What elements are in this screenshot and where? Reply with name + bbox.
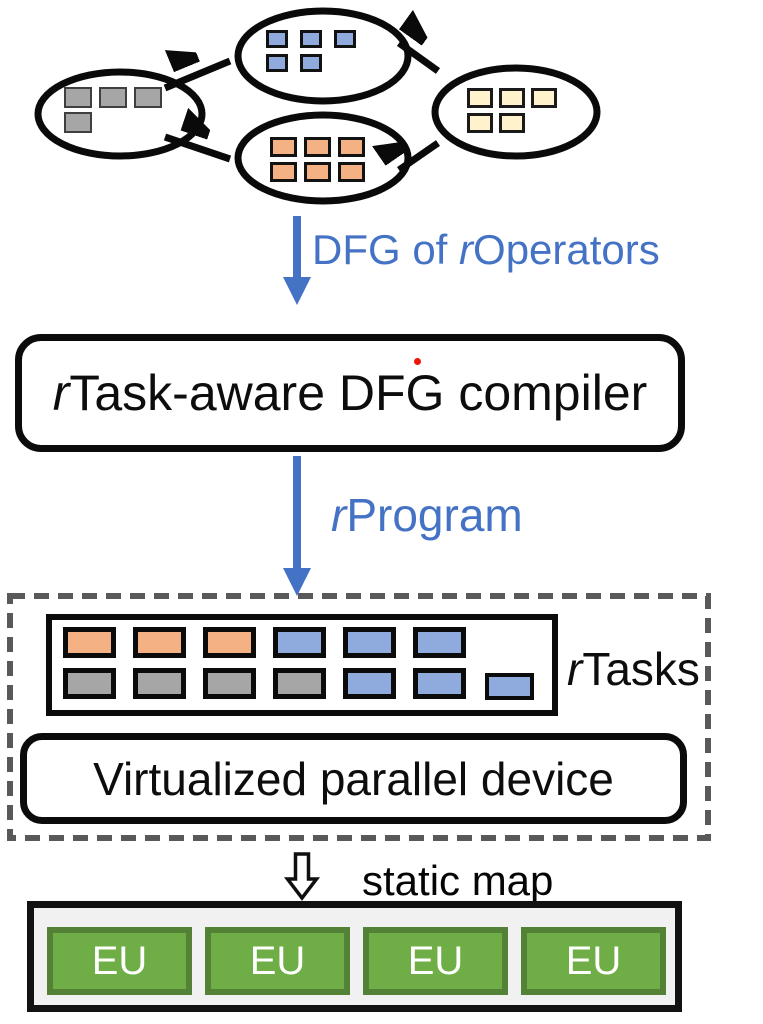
eu-unit-1: EU: [47, 927, 192, 995]
edge-orange-to-output: [399, 143, 440, 173]
orange-rtask: [203, 627, 256, 658]
orange-rtask: [63, 627, 116, 658]
rtasks-box: [46, 614, 558, 716]
blue-rtask: [485, 673, 534, 700]
blue-rtask: [343, 627, 396, 658]
gray-rtask: [133, 668, 186, 699]
static-map-label: static map: [362, 857, 554, 904]
gray-square: [99, 87, 127, 108]
orange-square: [338, 162, 365, 182]
eu-unit-3: EU: [363, 927, 508, 995]
arrow-dfg-to-compiler: [283, 216, 311, 305]
gray-rtask: [63, 668, 116, 699]
operator-node-blue-squares: [266, 30, 359, 72]
blue-square: [300, 54, 322, 72]
rtasks-row-1: [63, 627, 552, 658]
output-node-squares: [467, 88, 560, 133]
orange-square: [304, 162, 331, 182]
eu-unit-2: EU: [205, 927, 350, 995]
orange-rtask: [133, 627, 186, 658]
edge-blue-to-output: [396, 43, 441, 74]
red-dot: [414, 358, 421, 365]
yellow-square: [499, 88, 525, 108]
input-node-squares: [64, 87, 165, 133]
blue-square: [266, 54, 288, 72]
blue-rtask: [413, 627, 466, 658]
orange-square: [304, 137, 331, 157]
rtasks-row-2: [63, 668, 552, 700]
rtasks-label: rTasks: [567, 643, 700, 695]
orange-square: [270, 162, 297, 182]
compiler-label: rTask-aware DFG compiler: [52, 365, 648, 421]
rtask-aware-dfg-compiler-box: rTask-aware DFG compiler: [15, 334, 685, 452]
operator-node-orange-squares: [270, 137, 367, 182]
edge-input-to-orange: [163, 137, 232, 163]
blue-square: [334, 30, 356, 48]
arrow-compiler-to-device: [283, 456, 311, 596]
orange-square: [338, 137, 365, 157]
edge-input-to-blue: [163, 61, 232, 92]
blue-square: [266, 30, 288, 48]
eu-unit-4: EU: [521, 927, 666, 995]
blue-rtask: [343, 668, 396, 699]
virtualized-parallel-device-box: Virtualized parallel device: [20, 733, 687, 824]
blue-rtask: [413, 668, 466, 699]
virtualized-device-label: Virtualized parallel device: [93, 752, 614, 805]
blue-square: [300, 30, 322, 48]
static-map-arrow-icon: [283, 852, 321, 901]
gray-rtask: [203, 668, 256, 699]
yellow-square: [467, 113, 493, 133]
dfg-of-roperators-label: DFG of rOperators: [312, 226, 660, 273]
gray-rtask: [273, 668, 326, 699]
yellow-square: [531, 88, 557, 108]
blue-rtask: [273, 627, 326, 658]
hardware-eu-panel: EU EU EU EU: [27, 901, 682, 1012]
yellow-square: [499, 113, 525, 133]
orange-square: [270, 137, 297, 157]
virtual-device-dashed-box: [7, 593, 711, 841]
gray-square: [134, 87, 162, 108]
gray-square: [64, 112, 92, 133]
gray-square: [64, 87, 92, 108]
rprogram-label: rProgram: [331, 489, 523, 541]
yellow-square: [467, 88, 493, 108]
